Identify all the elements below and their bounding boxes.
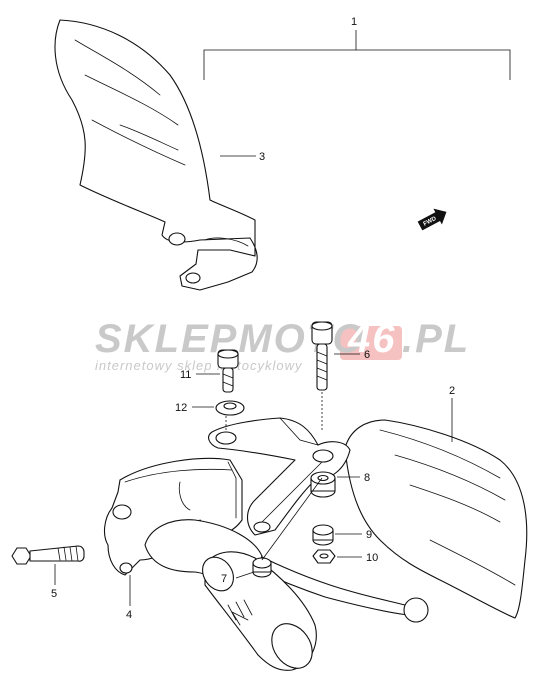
- assembly-lines: [225, 416, 323, 561]
- mount-bracket: [208, 417, 351, 536]
- bolt-11: 11: [180, 349, 239, 393]
- watermark: SKLEPMOTO 46 .PL internetowy sklep motoc…: [95, 317, 470, 373]
- callout-number-1: 1: [351, 16, 357, 28]
- collar-9: 9: [312, 524, 372, 546]
- callout-number-4: 4: [126, 609, 132, 621]
- callout-number-5: 5: [51, 588, 57, 600]
- watermark-accent-box: [340, 326, 402, 360]
- callout-number-10: 10: [366, 552, 378, 564]
- callout-number-7: 7: [221, 573, 227, 585]
- handlebar-grip: [144, 519, 317, 671]
- nut-10: 10: [312, 549, 378, 564]
- callout-number-12: 12: [175, 402, 187, 414]
- callout-number-6: 6: [364, 349, 370, 361]
- callout-number-3: 3: [259, 151, 265, 163]
- watermark-tagline: internetowy sklep motocyklowy: [95, 358, 303, 373]
- bolt-6: 6: [311, 321, 370, 430]
- callout-1: 1: [203, 16, 511, 80]
- knuckle-guard-left: 3: [54, 19, 265, 291]
- callout-number-11: 11: [180, 369, 191, 381]
- watermark-brand-right: .PL: [402, 317, 470, 361]
- washer-12: 12: [175, 400, 245, 416]
- callout-number-2: 2: [449, 385, 455, 397]
- bolt-5: 5: [11, 545, 85, 600]
- collar-7: 7: [221, 521, 272, 585]
- callout-number-8: 8: [364, 472, 370, 484]
- handguard-right: 2: [344, 385, 528, 619]
- callout-number-9: 9: [366, 529, 372, 541]
- clutch-lever: [234, 544, 429, 623]
- fwd-arrow-icon: FWD: [417, 208, 447, 231]
- collar-8: 8: [310, 471, 370, 498]
